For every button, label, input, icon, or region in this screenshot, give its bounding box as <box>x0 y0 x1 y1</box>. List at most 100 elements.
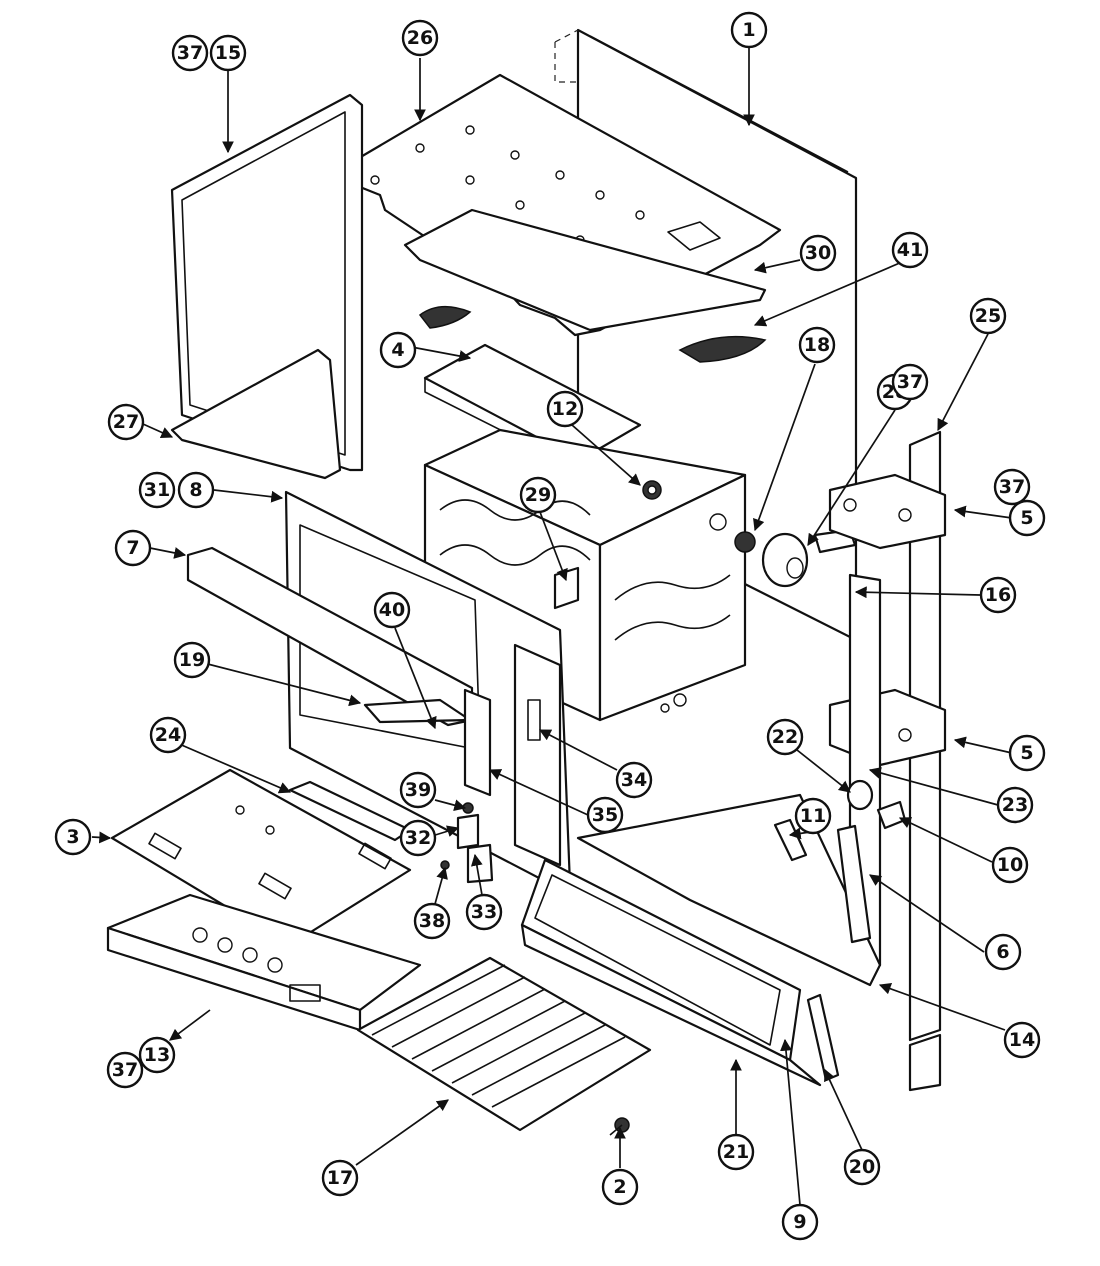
callout-22: 22 <box>766 718 804 756</box>
callout-3: 3 <box>54 818 92 856</box>
callout-14: 14 <box>1003 1021 1041 1059</box>
callout-31: 31 <box>138 471 176 509</box>
svg-text:20: 20 <box>849 1156 875 1178</box>
callout-12: 12 <box>546 390 584 428</box>
svg-text:30: 30 <box>805 242 831 264</box>
sensor-part-12 <box>642 480 662 500</box>
insulation-part-41 <box>418 306 767 363</box>
svg-text:25: 25 <box>975 305 1001 327</box>
callout-15: 15 <box>209 34 247 72</box>
svg-text:2: 2 <box>613 1176 626 1198</box>
frame-part-15 <box>170 93 364 480</box>
callout-30: 30 <box>799 234 837 272</box>
callout-21: 21 <box>717 1133 755 1171</box>
svg-text:37: 37 <box>112 1059 138 1081</box>
svg-text:41: 41 <box>897 239 923 261</box>
svg-text:31: 31 <box>144 479 170 501</box>
svg-text:15: 15 <box>215 42 241 64</box>
lower-panel-part-14 <box>576 793 882 987</box>
callout-5-lower: 5 <box>1008 734 1046 772</box>
svg-text:1: 1 <box>742 19 755 41</box>
bracket-part-5-upper <box>828 473 947 550</box>
handle-part-20 <box>806 993 840 1082</box>
callout-34: 34 <box>615 761 653 799</box>
svg-text:7: 7 <box>126 537 139 559</box>
callout-38: 38 <box>413 902 451 940</box>
callout-16: 16 <box>979 576 1017 614</box>
callout-37-right-upper: 37 <box>891 363 929 401</box>
callout-25: 25 <box>969 297 1007 335</box>
callout-6: 6 <box>984 933 1022 971</box>
callout-32: 32 <box>399 819 437 857</box>
svg-text:33: 33 <box>471 901 497 923</box>
callout-27: 27 <box>107 403 145 441</box>
svg-text:27: 27 <box>113 411 139 433</box>
svg-text:39: 39 <box>405 779 431 801</box>
callout-40: 40 <box>373 591 411 629</box>
svg-text:18: 18 <box>804 334 830 356</box>
svg-text:23: 23 <box>1002 794 1028 816</box>
callout-18: 18 <box>798 326 836 364</box>
svg-text:24: 24 <box>155 724 181 746</box>
svg-text:5: 5 <box>1020 507 1033 529</box>
svg-text:13: 13 <box>144 1044 170 1066</box>
callout-1: 1 <box>730 11 768 49</box>
svg-text:22: 22 <box>772 726 798 748</box>
callout-9: 9 <box>781 1203 819 1241</box>
callout-23: 23 <box>996 786 1034 824</box>
callout-11: 11 <box>794 797 832 835</box>
svg-text:4: 4 <box>391 339 404 361</box>
svg-text:37: 37 <box>999 476 1025 498</box>
svg-text:8: 8 <box>189 479 202 501</box>
callout-37-top-left: 37 <box>171 34 209 72</box>
callout-5-upper: 5 <box>1008 499 1046 537</box>
svg-text:6: 6 <box>996 941 1009 963</box>
svg-text:40: 40 <box>379 599 405 621</box>
svg-text:35: 35 <box>592 804 618 826</box>
svg-text:38: 38 <box>419 910 445 932</box>
svg-text:37: 37 <box>177 42 203 64</box>
callout-29: 29 <box>519 476 557 514</box>
callouts-layer: 1 2 3 4 5 5 6 7 8 9 10 11 12 13 14 15 16… <box>54 11 1046 1241</box>
top-plate-part-30 <box>403 208 767 332</box>
callout-24: 24 <box>149 716 187 754</box>
callout-2: 2 <box>601 1168 639 1206</box>
svg-text:10: 10 <box>997 854 1023 876</box>
callout-20: 20 <box>843 1148 881 1186</box>
svg-text:37: 37 <box>897 371 923 393</box>
callout-37-bottom-left: 37 <box>106 1051 144 1089</box>
callout-17: 17 <box>321 1159 359 1197</box>
bracket-part-29 <box>553 566 580 610</box>
svg-text:29: 29 <box>525 484 551 506</box>
svg-text:32: 32 <box>405 827 431 849</box>
oven-door-part-9 <box>520 858 822 1087</box>
callout-35: 35 <box>586 796 624 834</box>
callout-8: 8 <box>177 471 215 509</box>
callout-41: 41 <box>891 231 929 269</box>
svg-text:3: 3 <box>66 826 79 848</box>
svg-text:19: 19 <box>179 649 205 671</box>
callout-4: 4 <box>379 331 417 369</box>
small-parts <box>773 779 907 944</box>
svg-text:26: 26 <box>407 27 433 49</box>
svg-text:9: 9 <box>793 1211 806 1233</box>
svg-text:5: 5 <box>1020 742 1033 764</box>
parts-layer <box>106 28 947 1136</box>
callout-19: 19 <box>173 641 211 679</box>
callout-37-right: 37 <box>993 468 1031 506</box>
oven-rack-part-17 <box>356 956 652 1132</box>
svg-text:14: 14 <box>1009 1029 1035 1051</box>
svg-text:16: 16 <box>985 584 1011 606</box>
svg-text:12: 12 <box>552 398 578 420</box>
callout-7: 7 <box>114 529 152 567</box>
callout-33: 33 <box>465 893 503 931</box>
svg-text:11: 11 <box>800 805 826 827</box>
callout-10: 10 <box>991 846 1029 884</box>
callout-39: 39 <box>399 771 437 809</box>
callout-13: 13 <box>138 1036 176 1074</box>
drawer-part-13 <box>106 893 422 1032</box>
svg-text:34: 34 <box>621 769 647 791</box>
callout-26: 26 <box>401 19 439 57</box>
svg-text:17: 17 <box>327 1167 353 1189</box>
